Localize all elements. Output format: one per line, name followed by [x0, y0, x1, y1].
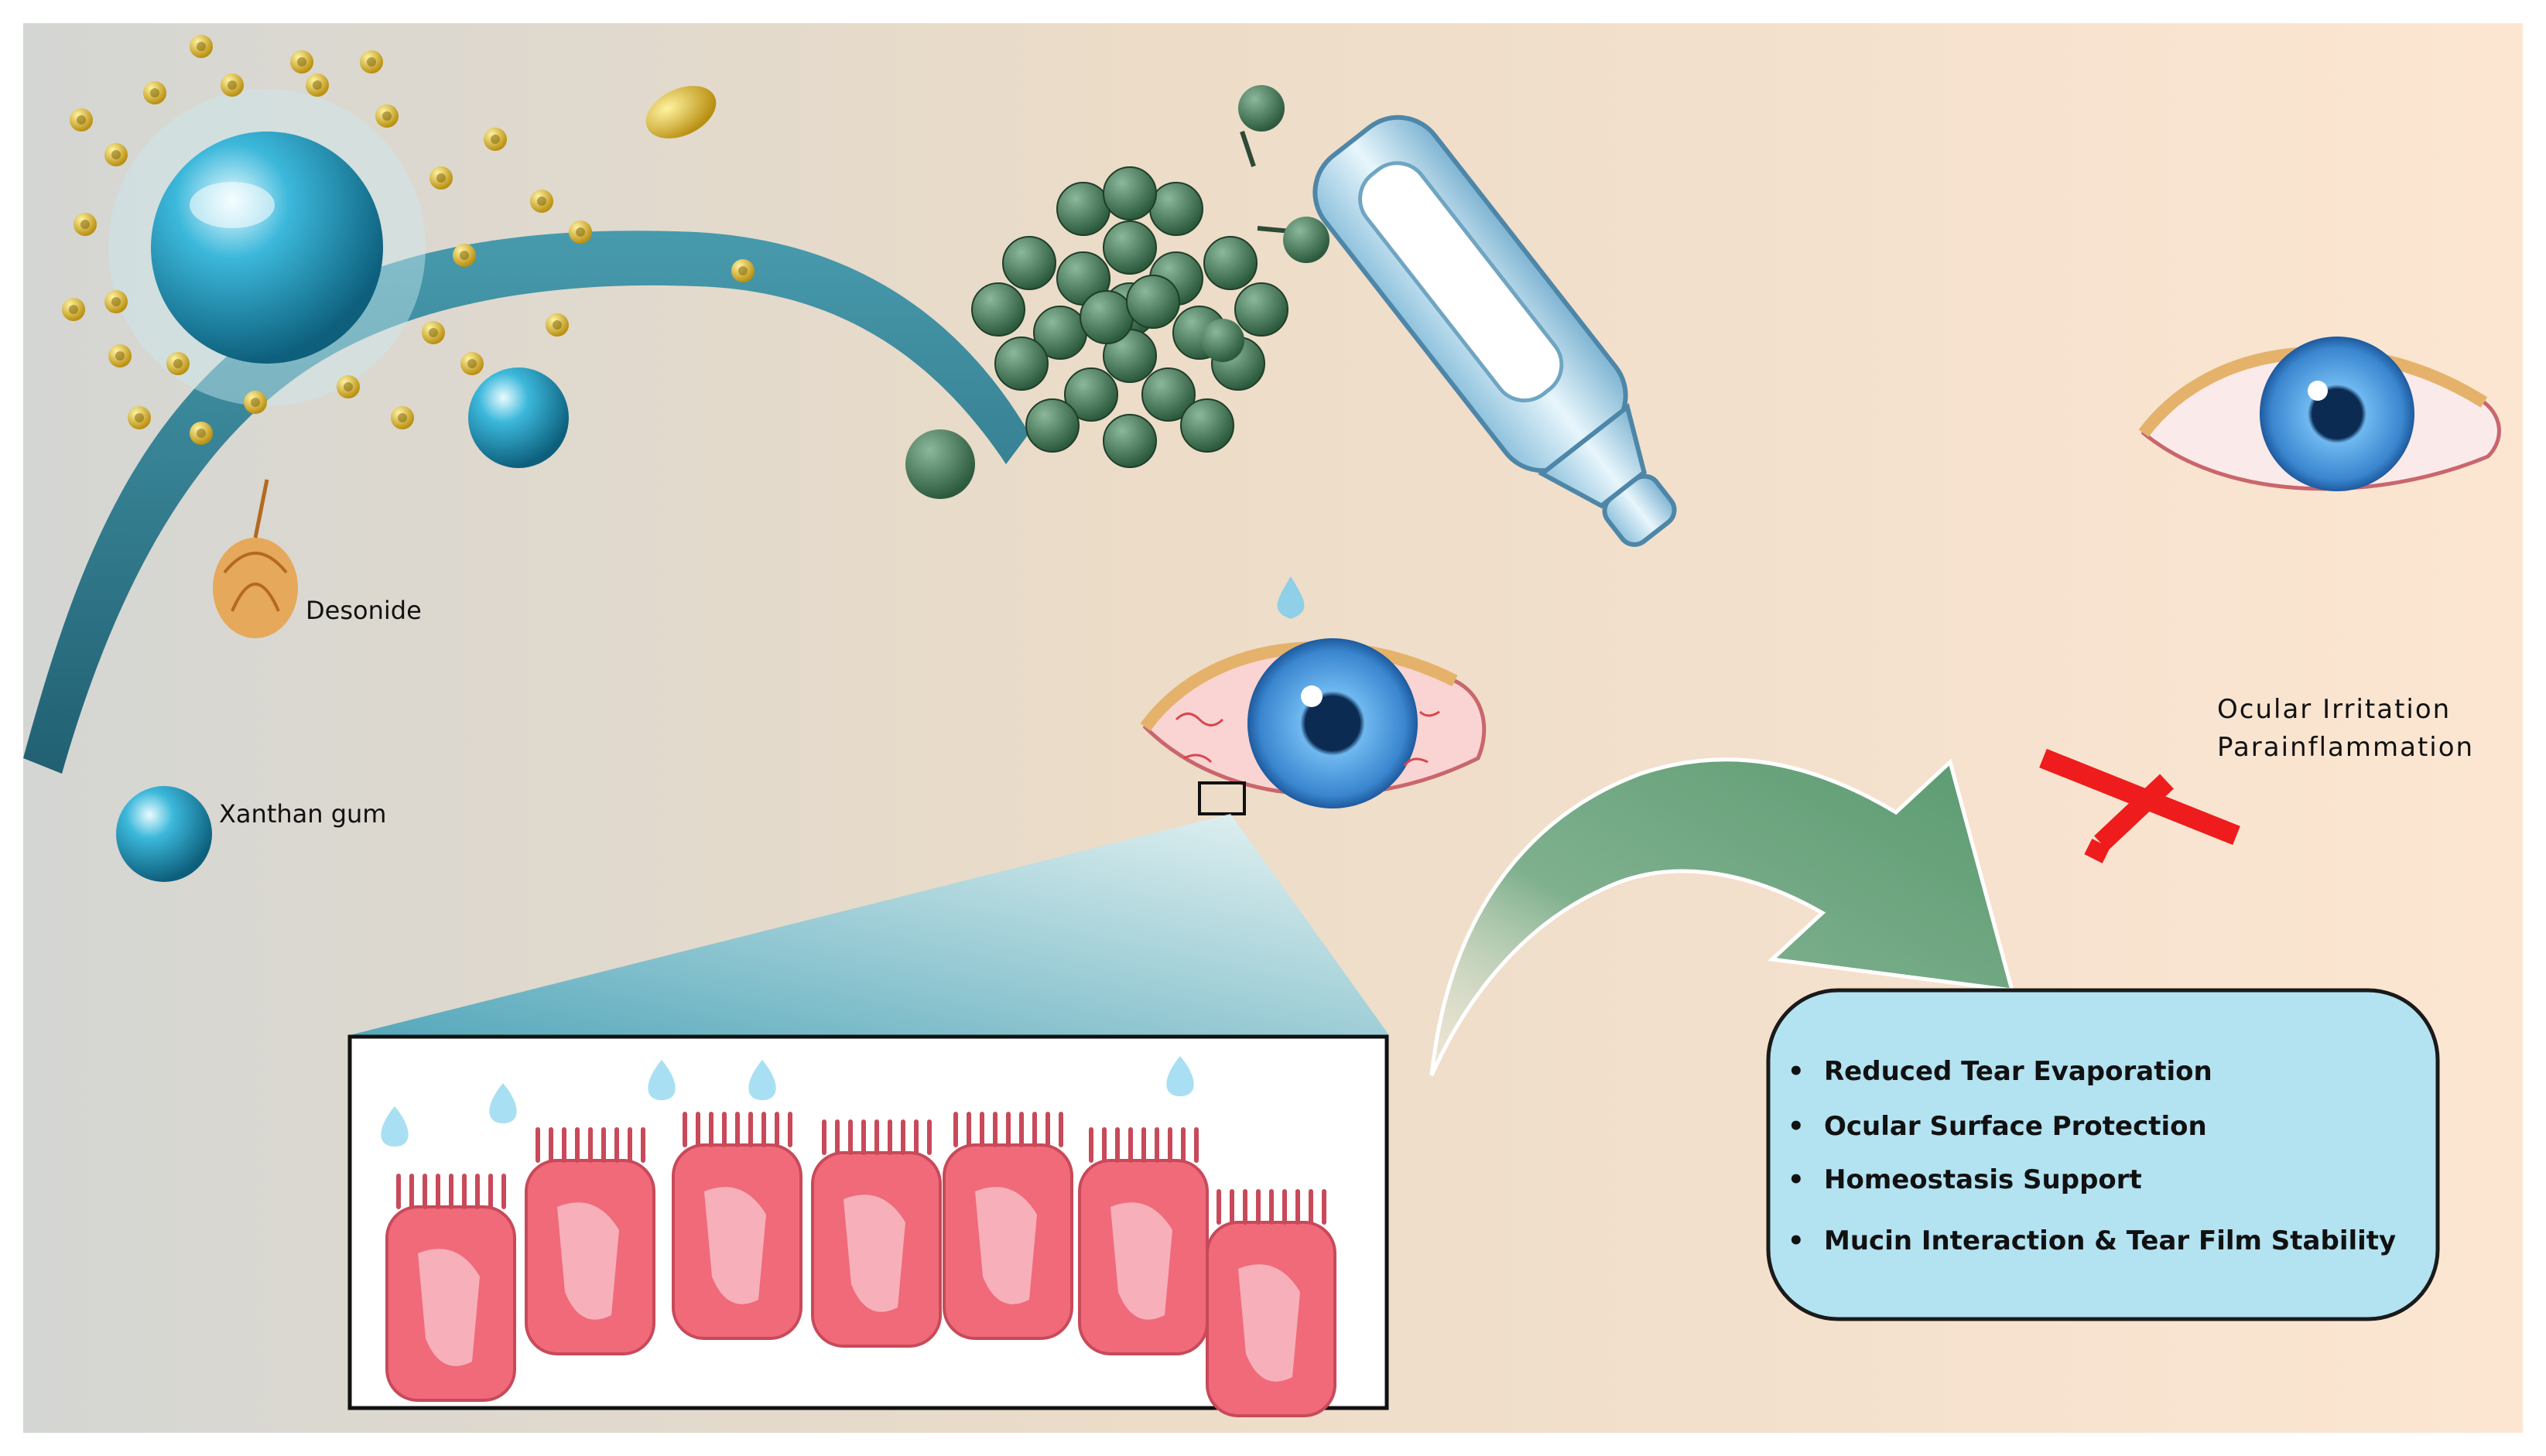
xanthan-legend-sphere [116, 786, 212, 882]
epithelial-cell [672, 1112, 802, 1340]
zoom-projection [350, 814, 1389, 1035]
zoom-marker [1198, 781, 1246, 815]
tear-drop [1277, 576, 1305, 619]
desonide-particle [360, 50, 383, 73]
desonide-particle [104, 290, 128, 313]
desonide-particle [460, 352, 484, 375]
benefit-box [1766, 988, 2440, 1321]
desonide-particle [190, 422, 213, 445]
nanoparticle-bead [1025, 398, 1080, 453]
benefit-item: • Mucin Interaction & Tear Film Stabilit… [1788, 1225, 2396, 1256]
desonide-particle [221, 73, 244, 97]
desonide-particle [391, 406, 414, 429]
nanoparticle-bead [1126, 275, 1180, 329]
tear-droplet [1166, 1056, 1194, 1096]
desonide-particle [422, 321, 445, 344]
desonide-particle [546, 313, 569, 337]
benefit-item: • Ocular Surface Protection [1788, 1111, 2207, 1142]
benefit-text: Reduced Tear Evaporation [1824, 1056, 2212, 1087]
nanoparticle-bead [1080, 290, 1134, 344]
desonide-legend-icon [213, 479, 298, 638]
nanoparticle-bead [1141, 367, 1196, 422]
epithelial-cells [381, 1056, 1336, 1417]
desonide-particle [530, 190, 553, 213]
desonide-particle [453, 244, 476, 267]
nanoparticle-bead [1103, 166, 1157, 220]
epithelial-cell [811, 1119, 942, 1348]
tear-droplet [648, 1060, 676, 1100]
xanthan-gum-label: Xanthan gum [219, 799, 386, 829]
desonide-particle [166, 352, 190, 375]
benefit-item: • Reduced Tear Evaporation [1788, 1056, 2212, 1087]
cluster-pins [1201, 85, 1329, 362]
healthy-eye [2138, 337, 2501, 491]
nanoparticle-bead [1203, 236, 1258, 290]
irritated-eye [1140, 638, 1487, 808]
irritation-label-2: Parainflammation [2217, 732, 2474, 763]
tear-droplet [748, 1060, 776, 1100]
nanoparticle-bead [994, 337, 1049, 391]
nanoparticle-bead [1056, 182, 1110, 236]
bullet-glyph: • [1788, 1225, 1805, 1256]
nanoparticle-bead [1064, 367, 1118, 422]
desonide-particle [569, 220, 592, 244]
desonide-particle [104, 143, 128, 166]
desonide-particle [337, 375, 360, 398]
nanoparticle-bead [1103, 220, 1157, 275]
desonide-particle [62, 298, 85, 321]
xanthan-ribbon [23, 231, 1029, 774]
benefit-text: Mucin Interaction & Tear Film Stability [1824, 1225, 2396, 1256]
tear-droplet [381, 1106, 409, 1147]
tear-droplet [489, 1083, 517, 1123]
desonide-particle [108, 344, 132, 367]
eye-drop-ampoule [1312, 114, 1677, 547]
desonide-particle [128, 406, 151, 429]
nanoparticle-bead [971, 282, 1025, 337]
desonide-particle [143, 81, 166, 104]
desonide-particle [244, 391, 267, 414]
green-nanoparticle [905, 429, 975, 499]
desonide-label: Desonide [306, 596, 422, 625]
benefit-text: Ocular Surface Protection [1824, 1111, 2207, 1142]
epithelial-cell [1078, 1127, 1209, 1355]
inhibition-symbol [2039, 748, 2240, 863]
desonide-particle [375, 104, 399, 128]
bullet-glyph: • [1788, 1164, 1805, 1195]
nanoparticle-bead [1103, 414, 1157, 468]
bullet-glyph: • [1788, 1056, 1805, 1087]
epithelial-cell [525, 1127, 655, 1355]
desonide-particle [306, 73, 329, 97]
benefit-list: • Reduced Tear Evaporation • Ocular Surf… [1788, 1056, 2396, 1256]
nanoparticle-bead [1180, 398, 1234, 453]
bullet-glyph: • [1788, 1111, 1805, 1142]
epithelial-cell [943, 1112, 1073, 1340]
desonide-particles [62, 35, 755, 445]
benefit-arrow [1429, 757, 2015, 1077]
desonide-leaf [645, 86, 717, 138]
benefit-text: Homeostasis Support [1824, 1164, 2142, 1195]
nanoparticle-bead [1149, 182, 1203, 236]
nanocarrier-cluster [971, 166, 1288, 468]
desonide-particle [190, 35, 213, 58]
nanoparticle-bead [1234, 282, 1288, 337]
desonide-particle [731, 259, 755, 282]
desonide-particle [70, 108, 93, 132]
epithelial-cell [1206, 1189, 1336, 1417]
irritation-label-1: Ocular Irritation [2217, 694, 2451, 725]
micelle-sphere [108, 89, 426, 406]
desonide-particle [74, 213, 97, 236]
epithelial-cell [385, 1174, 516, 1402]
nanoparticle-bead [1002, 236, 1056, 290]
desonide-particle [484, 128, 507, 151]
desonide-particle [290, 50, 313, 73]
benefit-item: • Homeostasis Support [1788, 1164, 2142, 1195]
desonide-particle [429, 166, 453, 190]
xanthan-sphere [468, 367, 569, 468]
